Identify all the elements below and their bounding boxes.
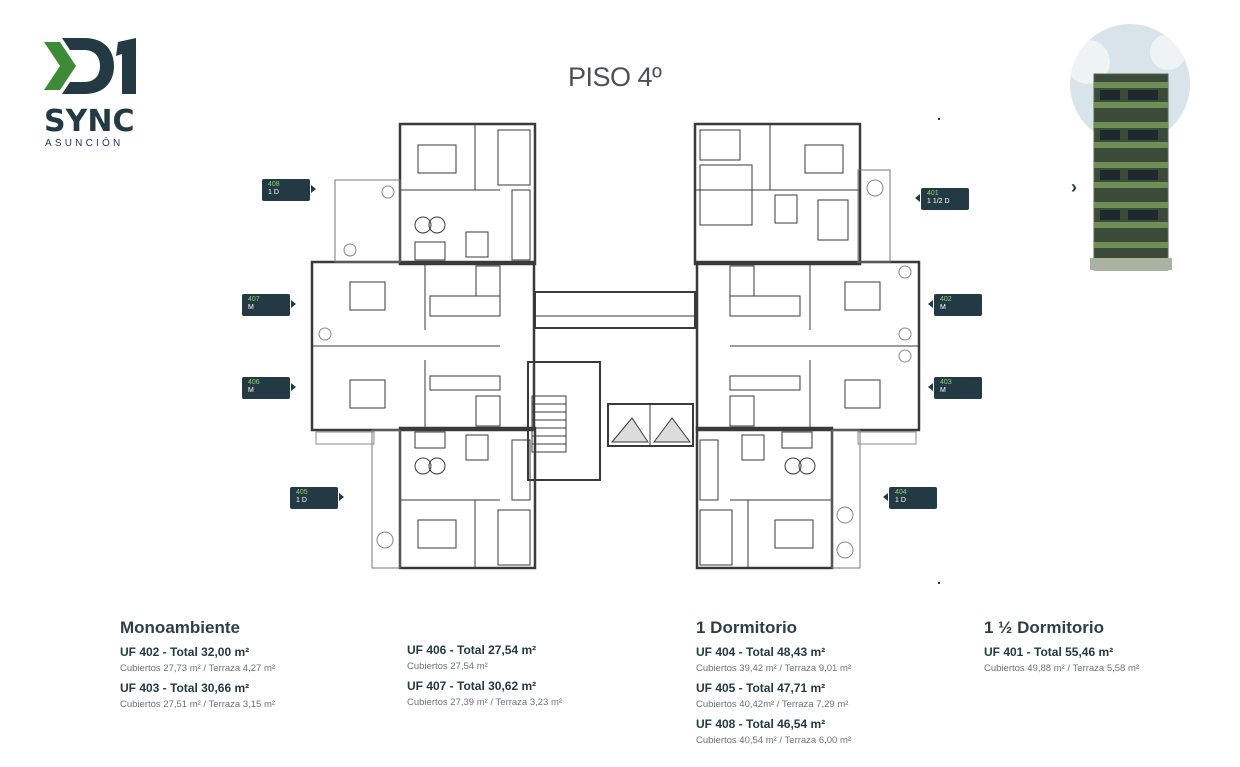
unit-tag-403: 403 M	[928, 377, 982, 399]
unit-tag-402: 402 M	[928, 294, 982, 316]
legend-heading: 1 ½ Dormitorio	[984, 618, 1104, 637]
legend-heading: 1 Dormitorio	[696, 618, 798, 637]
dot	[938, 582, 940, 584]
arrow-right-icon	[339, 493, 344, 501]
unit-number: 403	[940, 379, 952, 386]
arrow-right-icon	[311, 185, 316, 193]
unit-tag-404: 404 1 D	[883, 487, 937, 509]
unit-type: M	[940, 304, 946, 311]
chevron-right-icon[interactable]: ›	[1071, 177, 1077, 197]
plants	[315, 179, 917, 559]
unit-tag-408: 408 1 D	[262, 179, 316, 201]
unit-number: 405	[296, 489, 308, 496]
unit-detail: Cubiertos 27,73 m² / Terraza 4,27 m²	[120, 663, 276, 674]
unit-total: UF 401 - Total 55,46 m²	[984, 645, 1114, 659]
unit-detail: Cubiertos 27,39 m² / Terraza 3,23 m²	[407, 697, 563, 708]
logo-city: ASUNCIÓN	[45, 138, 124, 149]
unit-number: 404	[895, 489, 907, 496]
central-core	[527, 291, 696, 481]
unit-total: UF 405 - Total 47,71 m²	[696, 681, 826, 695]
unit-total: UF 407 - Total 30,62 m²	[407, 679, 537, 693]
unit-detail: Cubiertos 40,42m² / Terraza 7,29 m²	[696, 699, 849, 710]
legend-heading: Monoambiente	[120, 618, 240, 637]
floor-title: PISO 4º	[568, 62, 662, 92]
unit-detail: Cubiertos 27,51 m² / Terraza 3,15 m²	[120, 699, 276, 710]
unit-total: UF 408 - Total 46,54 m²	[696, 717, 826, 731]
unit-number: 408	[268, 181, 280, 188]
unit-detail: Cubiertos 27,54 m²	[407, 661, 488, 672]
floor-plan	[310, 122, 921, 570]
legend-monoambiente: Monoambiente UF 402 - Total 32,00 m² Cub…	[120, 618, 275, 717]
logo-wordmark: SYNC	[44, 104, 135, 139]
unit-tag-405: 405 1 D	[290, 487, 344, 509]
unit-type: M	[940, 387, 946, 394]
unit-detail: Cubiertos 49,88 m² / Terraza 5,58 m²	[984, 663, 1140, 674]
legend-monoambiente-2: UF 406 - Total 27,54 m² Cubiertos 27,54 …	[407, 643, 562, 715]
unit-type: 1 D	[268, 189, 279, 196]
arrow-right-icon	[291, 383, 296, 391]
dot	[938, 118, 940, 120]
legend-1-5-dormitorio: 1 ½ Dormitorio UF 401 - Total 55,46 m² C…	[984, 618, 1139, 681]
arrow-left-icon	[915, 194, 920, 202]
unit-number: 402	[940, 296, 952, 303]
arrow-left-icon	[928, 300, 933, 308]
unit-type: 1 D	[895, 497, 906, 504]
unit-total: UF 403 - Total 30,66 m²	[120, 681, 250, 695]
arrow-left-icon	[928, 383, 933, 391]
unit-detail: Cubiertos 40,54 m² / Terraza 6,00 m²	[696, 735, 852, 746]
unit-detail: Cubiertos 39,42 m² / Terraza 9,01 m²	[696, 663, 852, 674]
unit-type: 1 1/2 D	[927, 198, 950, 205]
unit-number: 401	[927, 190, 939, 197]
left-wing	[310, 122, 537, 570]
unit-total: UF 406 - Total 27,54 m²	[407, 643, 537, 657]
unit-tag-401: 401 1 1/2 D	[915, 188, 969, 210]
right-wing	[693, 122, 921, 570]
unit-tag-406: 406 M	[242, 377, 296, 399]
unit-total: UF 402 - Total 32,00 m²	[120, 645, 250, 659]
unit-type: M	[248, 304, 254, 311]
unit-type: 1 D	[296, 497, 307, 504]
unit-number: 406	[248, 379, 260, 386]
unit-total: UF 404 - Total 48,43 m²	[696, 645, 826, 659]
arrow-left-icon	[883, 493, 888, 501]
legend-1-dormitorio: 1 Dormitorio UF 404 - Total 48,43 m² Cub…	[696, 618, 851, 753]
brand-logo: SYNC ASUNCIÓN	[40, 34, 150, 154]
unit-number: 407	[248, 296, 260, 303]
logo-mark-icon	[44, 38, 136, 94]
unit-tag-407: 407 M	[242, 294, 296, 316]
building-image	[1070, 24, 1190, 271]
arrow-right-icon	[291, 300, 296, 308]
unit-type: M	[248, 387, 254, 394]
